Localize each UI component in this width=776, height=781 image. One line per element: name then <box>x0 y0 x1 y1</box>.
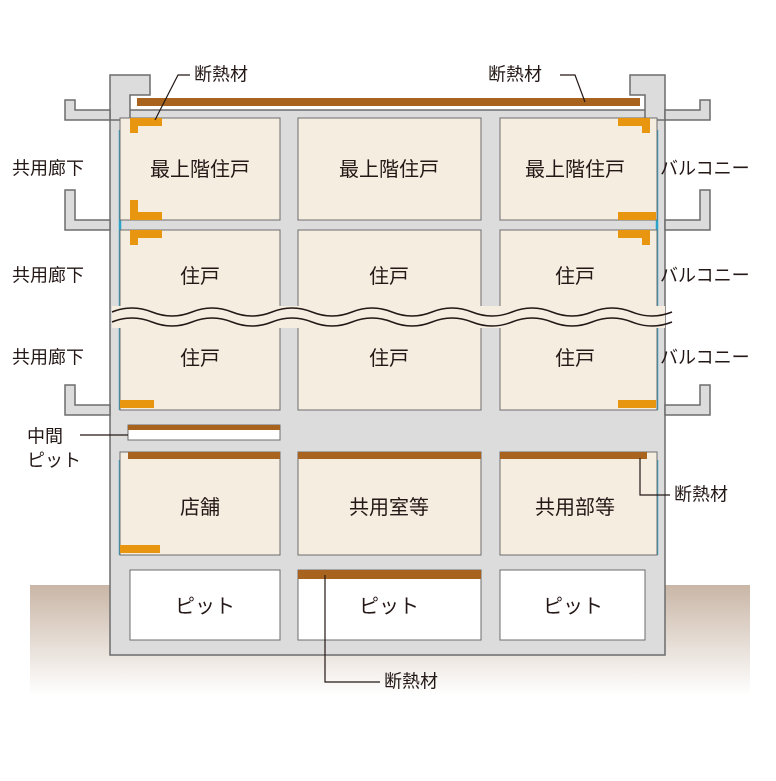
callout-mid-pit-line1: 中間 <box>27 427 63 448</box>
callout-insulation-roof-left: 断熱材 <box>194 65 248 86</box>
room-common-area <box>499 451 658 556</box>
label-pit-mid: ピット <box>359 594 419 618</box>
room-common-room <box>297 451 482 556</box>
callout-insulation-roof-right: 断熱材 <box>488 65 542 86</box>
balcony-slabs <box>664 99 711 416</box>
label-unit-upper-right: 住戸 <box>555 264 595 288</box>
rooms <box>119 117 658 556</box>
pit-mid <box>297 569 482 641</box>
label-pit-right: ピット <box>543 594 603 618</box>
label-top-unit-left: 最上階住戸 <box>150 157 250 181</box>
label-common-room: 共用室等 <box>349 495 429 519</box>
pit-right <box>499 569 646 641</box>
basement-pits <box>129 569 646 641</box>
label-corridor-low: 共用廊下 <box>12 348 84 369</box>
label-unit-upper-left: 住戸 <box>180 264 220 288</box>
callout-insulation-pit: 断熱材 <box>384 672 438 693</box>
insulation-brown <box>128 98 647 579</box>
label-top-unit-mid: 最上階住戸 <box>339 157 439 181</box>
label-pit-left: ピット <box>175 594 235 618</box>
callout-mid-pit-line2: ピット <box>27 451 81 472</box>
label-unit-lower-mid: 住戸 <box>369 346 409 370</box>
label-unit-upper-mid: 住戸 <box>369 264 409 288</box>
label-unit-lower-right: 住戸 <box>555 346 595 370</box>
room-top-right <box>499 117 658 221</box>
leader-lines <box>80 74 670 683</box>
callout-insulation-floor: 断熱材 <box>674 485 728 506</box>
insulation-orange <box>120 118 656 553</box>
floor-omission-wave <box>111 306 673 328</box>
corridor-slabs <box>64 99 111 416</box>
label-unit-lower-left: 住戸 <box>180 346 220 370</box>
label-top-unit-right: 最上階住戸 <box>525 157 625 181</box>
label-balcony-mid: バルコニー <box>660 266 750 287</box>
pit-left <box>129 569 281 641</box>
label-balcony-low: バルコニー <box>660 348 750 369</box>
room-top-mid <box>297 117 482 221</box>
label-balcony-top: バルコニー <box>660 159 750 180</box>
label-corridor-mid: 共用廊下 <box>12 266 84 287</box>
room-store <box>119 451 281 556</box>
label-common-area: 共用部等 <box>535 495 615 519</box>
label-corridor-top: 共用廊下 <box>12 159 84 180</box>
room-top-left <box>119 117 281 221</box>
label-store: 店舗 <box>180 495 220 519</box>
